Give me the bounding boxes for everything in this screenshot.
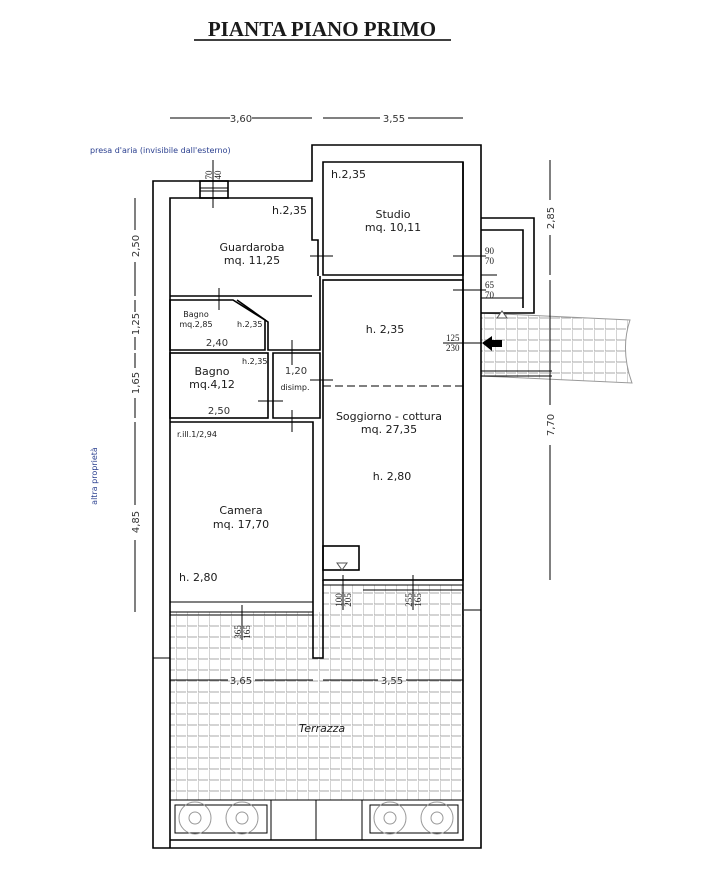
camera-door-h: 165: [242, 625, 252, 639]
guardaroba-height: h.2,35: [272, 204, 307, 217]
bagno-small-width: 2,40: [206, 338, 228, 349]
external-walkway: [480, 312, 633, 384]
air-opening-h: 40: [213, 170, 223, 180]
interior-walls: [169, 217, 552, 840]
bagno-small-height: h.2,35: [237, 320, 262, 329]
trees: [178, 801, 454, 835]
dim-bottom-left: 3,65: [230, 676, 252, 687]
air-intake-note: presa d'aria (invisibile dall'esterno): [90, 146, 231, 155]
soggiorno-area: mq. 27,35: [361, 423, 417, 436]
soggiorno-door-h: 165: [413, 593, 423, 607]
dim-left-3: 1,65: [131, 372, 142, 394]
terrace-label: Terrazza: [299, 722, 345, 735]
neighbor-property-note: altra proprietà: [90, 447, 99, 505]
bagno-area: mq.4,12: [189, 378, 235, 391]
terrace-floor: [170, 612, 464, 800]
studio-height: h.2,35: [331, 168, 366, 181]
dim-top-left: 3,60: [230, 114, 252, 125]
disimp-width: 1,20: [285, 366, 307, 377]
stairs-down-arrow-icon: [336, 562, 348, 571]
entrance-arrow-icon: [482, 336, 502, 351]
soggiorno-door-w: 255: [404, 593, 414, 607]
bagno-small-name: Bagno: [183, 310, 209, 319]
soggiorno-window-w: 65: [485, 280, 495, 290]
dim-right-2: 7,70: [546, 414, 557, 436]
camera-height: h. 2,80: [179, 571, 217, 584]
dim-left-1: 2,50: [131, 235, 142, 257]
dimension-lines: [134, 117, 551, 681]
kitchen-door-h: 205: [343, 593, 353, 607]
studio-name: Studio: [375, 208, 410, 221]
guardaroba-area: mq. 11,25: [224, 254, 280, 267]
camera-name: Camera: [219, 504, 262, 517]
soggiorno-window-h: 70: [485, 290, 495, 300]
entrance-h: 230: [446, 343, 460, 353]
studio-window-h: 70: [485, 256, 495, 266]
studio-area: mq. 10,11: [365, 221, 421, 234]
opening-markers: [212, 160, 486, 640]
bagno-width: 2,50: [208, 406, 230, 417]
dim-top-right: 3,55: [383, 114, 405, 125]
kitchen-door-w: 100: [334, 593, 344, 607]
bagno-name: Bagno: [195, 365, 230, 378]
bagno-small-area: mq.2,85: [179, 320, 212, 329]
light-ratio: r.ill.1/2,94: [177, 430, 217, 439]
camera-area: mq. 17,70: [213, 518, 269, 531]
disimp-name: disimp.: [280, 383, 309, 392]
air-opening-w: 70: [204, 170, 214, 180]
camera-door-w: 365: [233, 625, 243, 639]
dim-left-2: 1,25: [131, 313, 142, 335]
bagno-height: h.2,35: [242, 357, 267, 366]
soggiorno-height: h. 2,80: [373, 470, 411, 483]
soggiorno-height-top: h. 2,35: [366, 323, 404, 336]
dim-bottom-right: 3,55: [381, 676, 403, 687]
plan-title: PIANTA PIANO PRIMO: [208, 17, 436, 41]
stairs-up-arrow-icon: [496, 310, 508, 319]
guardaroba-name: Guardaroba: [219, 241, 284, 254]
dim-right-1: 2,85: [546, 207, 557, 229]
soggiorno-name: Soggiorno - cottura: [336, 410, 442, 423]
entrance-w: 125: [446, 333, 460, 343]
studio-window-w: 90: [485, 246, 495, 256]
dim-left-4: 4,85: [131, 511, 142, 533]
